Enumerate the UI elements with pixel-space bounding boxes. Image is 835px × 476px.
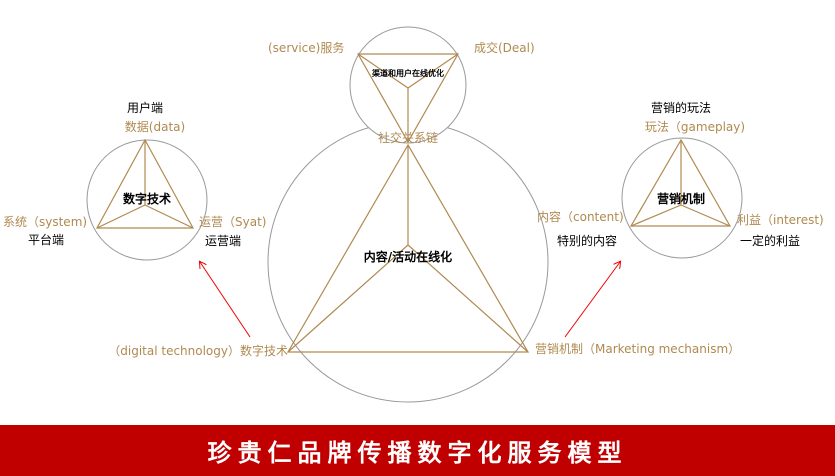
right-top-sub: 营销的玩法 <box>651 100 711 115</box>
left-right-sub: 运营端 <box>205 234 241 248</box>
top-left-label: (service)服务 <box>268 40 344 55</box>
banner-title: 珍贵仁品牌传播数字化服务模型 <box>207 439 628 467</box>
main-left-label: （digital technology）数字技术 <box>108 343 288 358</box>
left-center-label: 数字技术 <box>123 191 171 206</box>
top-triangle <box>356 53 460 144</box>
right-circle <box>621 137 743 259</box>
left-left-sub: 平台端 <box>28 232 64 247</box>
left-triangle <box>95 138 195 229</box>
top-center-label: 渠道和用户在线优化 <box>371 68 444 78</box>
right-left-sub: 特别的内容 <box>557 233 617 248</box>
left-arrow <box>200 262 251 338</box>
right-arrow <box>564 262 620 338</box>
right-center-label: 营销机制 <box>657 191 705 206</box>
left-left-label: 系统（system) <box>3 215 87 229</box>
main-triangle <box>286 143 530 353</box>
left-circle <box>86 139 208 261</box>
title-banner: 珍贵仁品牌传播数字化服务模型 <box>0 425 835 476</box>
right-left-label: 内容（content) <box>537 209 624 224</box>
top-bottom-label: 社交关系链 <box>378 130 438 145</box>
left-right-label: 运营（Syat) <box>199 215 266 229</box>
top-right-label: 成交(Deal) <box>474 40 535 55</box>
right-top-label: 玩法（gameplay) <box>645 120 745 134</box>
left-top-sub: 用户端 <box>127 100 163 115</box>
main-right-label: 营销机制（Marketing mechanism） <box>535 342 740 356</box>
right-right-sub: 一定的利益 <box>740 233 800 248</box>
right-triangle <box>629 138 732 227</box>
left-top-label: 数据(data) <box>125 119 185 134</box>
main-center-label: 内容/活动在线化 <box>364 249 452 264</box>
right-right-label: 利益（interest) <box>737 213 824 227</box>
